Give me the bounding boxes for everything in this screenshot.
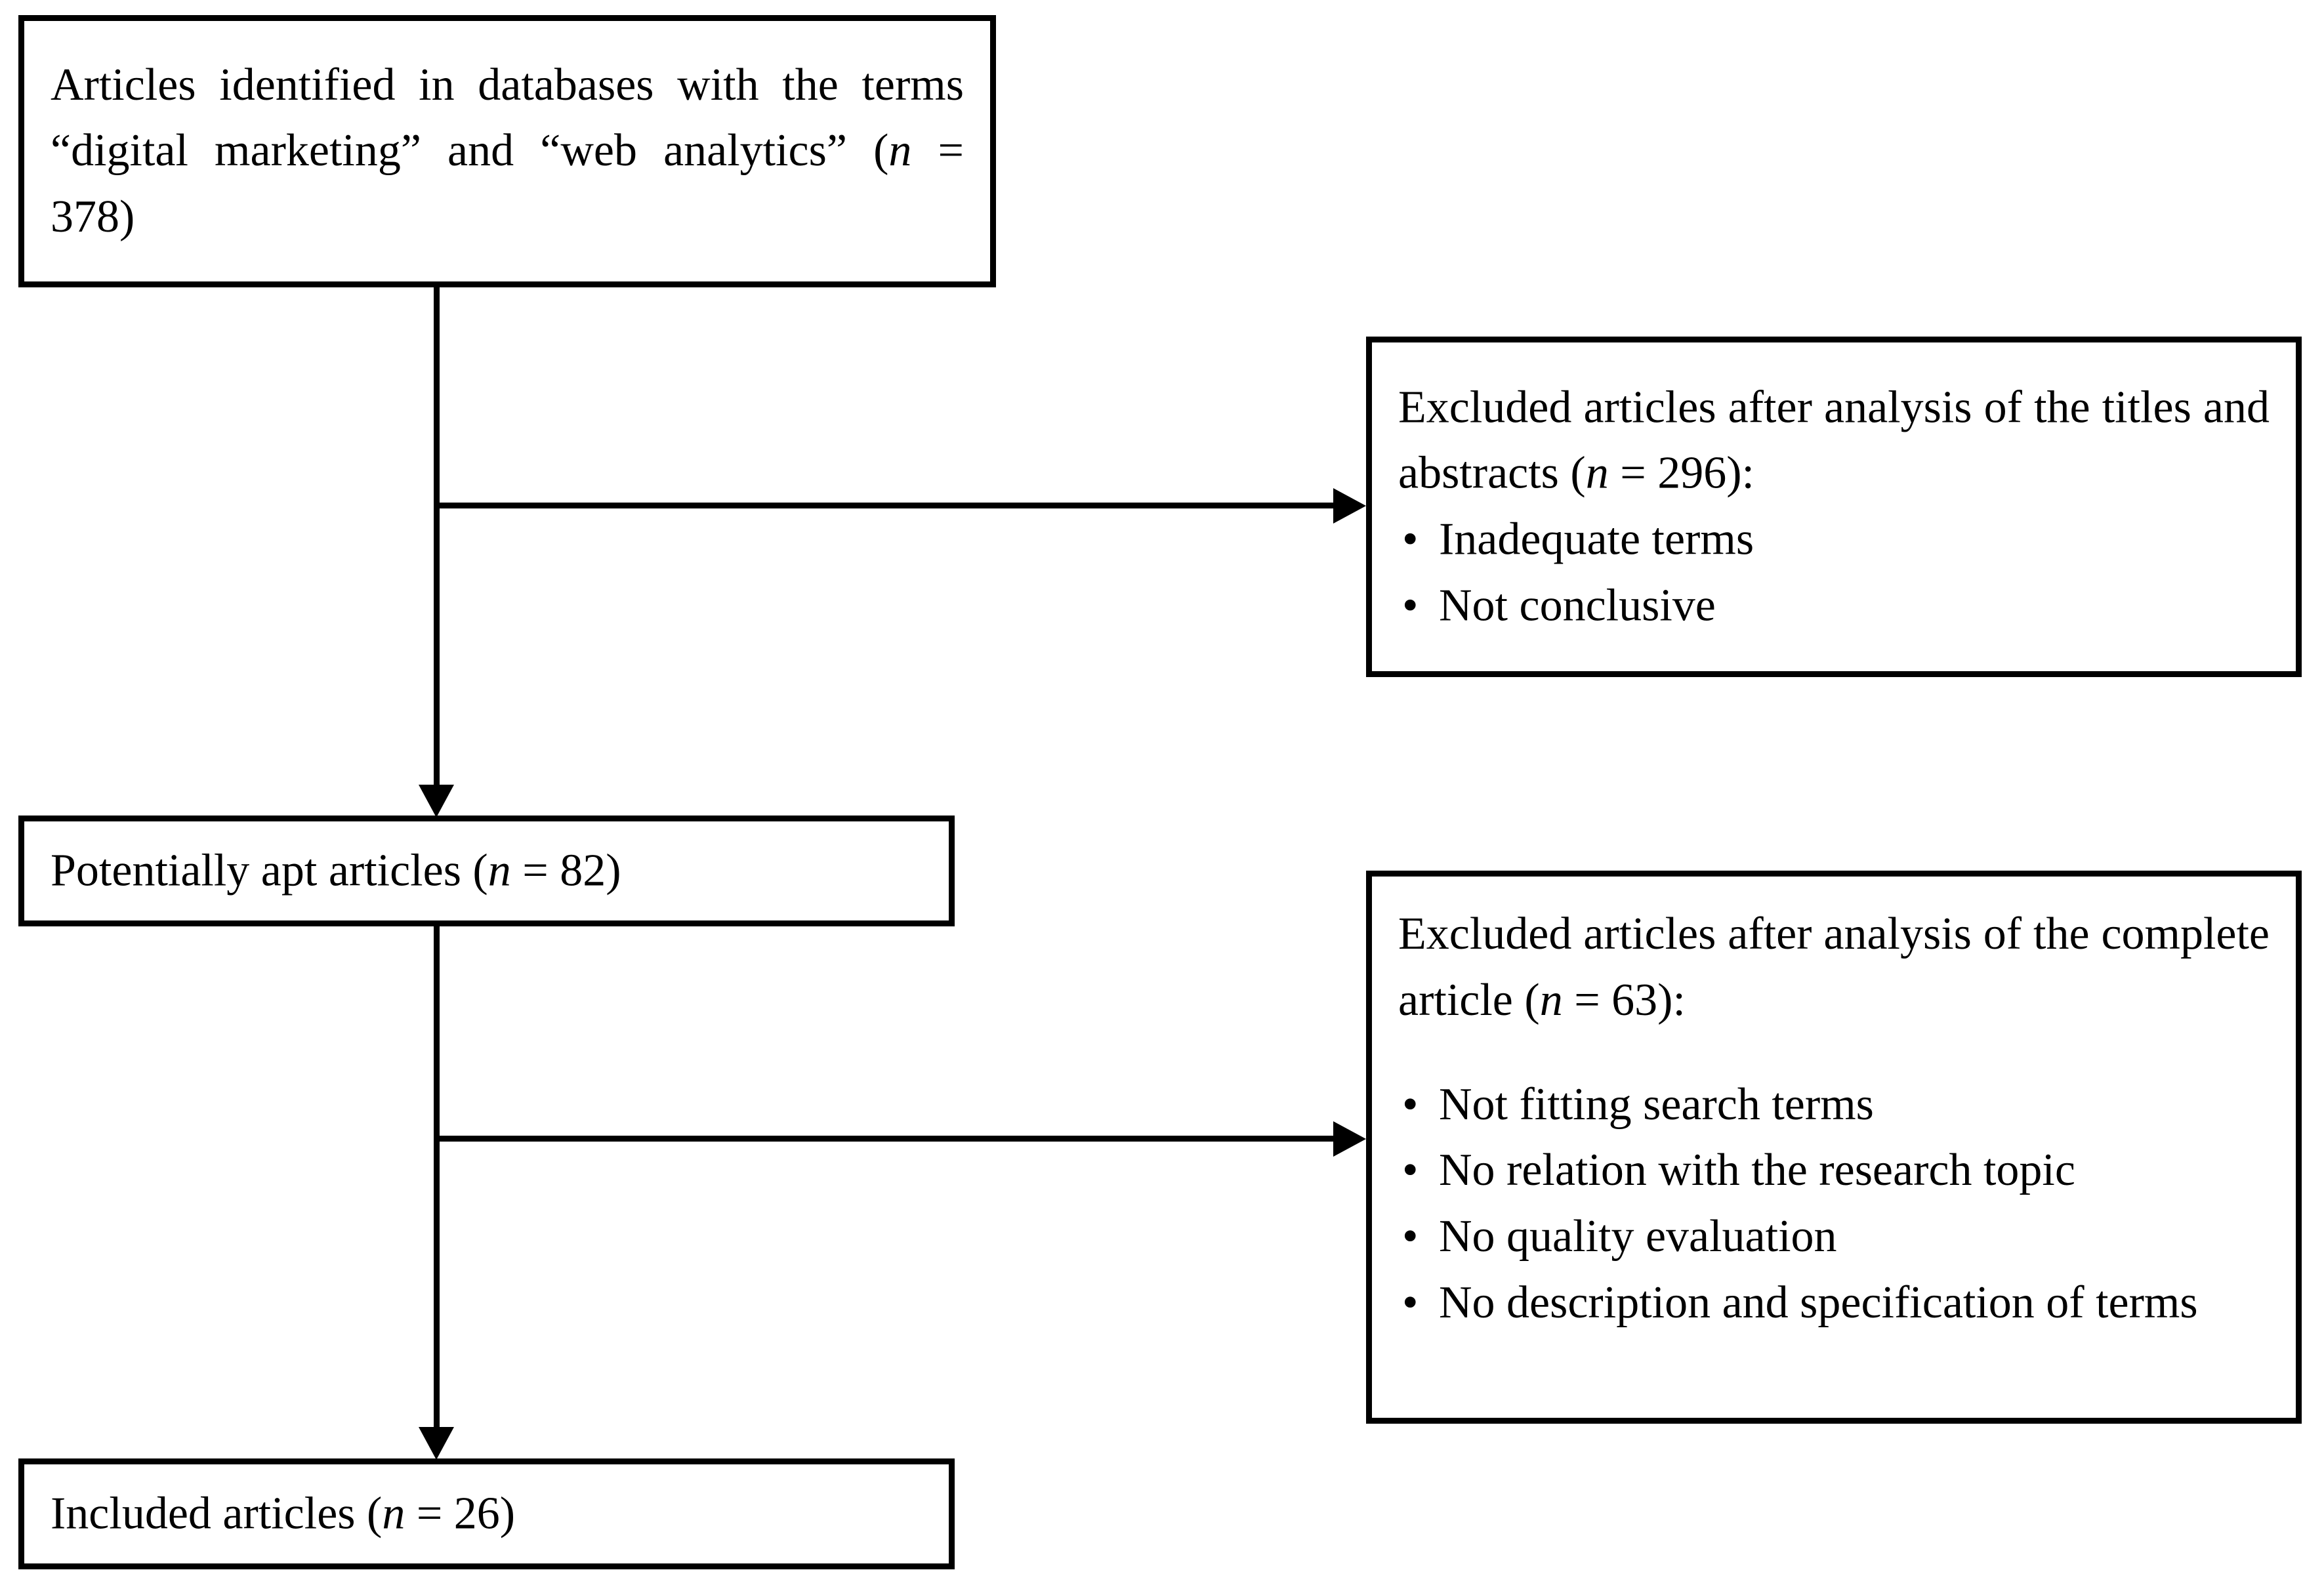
identified-articles-text-prefix: Articles identified in databases with th… [51,59,964,176]
excluded-complete-n-symbol: n [1539,974,1563,1025]
list-item: Not fitting search terms [1398,1072,2270,1138]
connector-identified-to-excluded-titles-line [434,503,1336,508]
box-excluded-after-complete-article-content: Excluded articles after analysis of the … [1398,901,2270,1336]
potentially-apt-n-symbol: n [488,845,511,896]
box-identified-articles: Articles identified in databases with th… [18,15,996,287]
list-item: Inadequate terms [1398,507,2270,573]
excluded-titles-n-symbol: n [1585,447,1609,499]
excluded-complete-bullet-list: Not fitting search terms No relation wit… [1398,1072,2270,1336]
list-item: No description and specification of term… [1398,1270,2270,1336]
included-articles-text-suffix: = 26) [405,1488,516,1539]
connector-potentially-apt-to-included-arrowhead [419,1427,454,1460]
box-excluded-after-complete-article: Excluded articles after analysis of the … [1366,871,2302,1424]
excluded-complete-text: Excluded articles after analysis of the … [1398,901,2270,1034]
excluded-titles-text-suffix: = 296): [1608,447,1754,499]
potentially-apt-articles-text: Potentially apt articles (n = 82) [51,838,923,904]
box-identified-articles-content: Articles identified in databases with th… [51,52,964,250]
list-item: No quality evaluation [1398,1204,2270,1270]
excluded-titles-text-prefix: Excluded articles after analysis of the … [1398,381,2270,499]
identified-articles-text: Articles identified in databases with th… [51,52,964,250]
potentially-apt-text-prefix: Potentially apt articles ( [51,845,488,896]
box-potentially-apt-articles: Potentially apt articles (n = 82) [18,816,955,926]
list-item: No relation with the research topic [1398,1138,2270,1204]
list-item: Not conclusive [1398,573,2270,639]
identified-articles-text-suffix: = 378) [51,125,964,242]
connector-identified-to-potentially-apt-arrowhead [419,785,454,817]
connector-identified-to-potentially-apt-line [434,287,440,787]
excluded-complete-text-prefix: Excluded articles after analysis of the … [1398,909,2270,1025]
connector-identified-to-excluded-titles-arrowhead [1333,488,1366,524]
included-articles-text-prefix: Included articles ( [51,1488,383,1539]
potentially-apt-text-suffix: = 82) [510,845,621,896]
connector-potentially-apt-to-excluded-complete-arrowhead [1333,1121,1366,1157]
connector-potentially-apt-to-included-line [434,926,440,1430]
included-articles-text: Included articles (n = 26) [51,1481,923,1547]
excluded-titles-bullet-list: Inadequate terms Not conclusive [1398,507,2270,640]
identified-articles-n-symbol: n [888,125,912,176]
box-included-articles: Included articles (n = 26) [18,1458,955,1569]
connector-potentially-apt-to-excluded-complete-line [434,1136,1336,1142]
box-included-articles-content: Included articles (n = 26) [51,1481,923,1547]
excluded-complete-text-suffix: = 63): [1562,974,1686,1025]
excluded-titles-text: Excluded articles after analysis of the … [1398,375,2270,507]
box-excluded-after-titles-abstracts: Excluded articles after analysis of the … [1366,337,2302,677]
included-articles-n-symbol: n [382,1488,405,1539]
box-excluded-after-titles-abstracts-content: Excluded articles after analysis of the … [1398,375,2270,639]
box-potentially-apt-articles-content: Potentially apt articles (n = 82) [51,838,923,904]
